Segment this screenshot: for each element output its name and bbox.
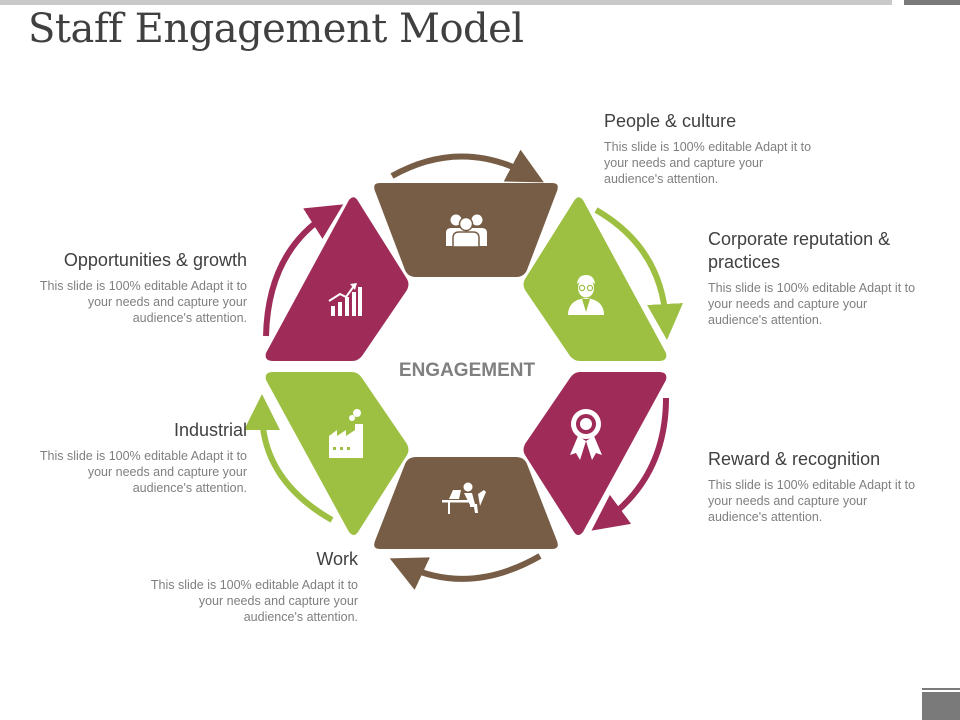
heading-reward-recognition: Reward & recognition [708, 449, 881, 469]
desc-opportunities-growth: This slide is 100% editable Adapt it to … [39, 279, 247, 325]
desc-work: This slide is 100% editable Adapt it to … [150, 578, 358, 624]
label-corporate-reputation: Corporate reputation & practices This sl… [708, 228, 923, 328]
heading-industrial: Industrial [173, 420, 247, 440]
arrow-top-left [263, 204, 344, 337]
person-at-desk-icon [442, 482, 486, 514]
award-ribbon-icon [570, 409, 602, 460]
segment-work [374, 457, 558, 549]
heading-people-culture: People & culture [604, 111, 737, 131]
arrow-bottom-left [244, 394, 334, 523]
heading-opportunities-growth: Opportunities & growth [63, 250, 247, 270]
corner-mark [922, 688, 960, 720]
businessman-icon [568, 275, 604, 315]
label-industrial: Industrial This slide is 100% editable A… [38, 419, 247, 496]
factory-icon [329, 409, 363, 458]
label-work: Work This slide is 100% editable Adapt i… [150, 548, 358, 625]
top-accent-bar-dark [904, 0, 960, 5]
arrow-bottom [389, 553, 542, 590]
desc-reward-recognition: This slide is 100% editable Adapt it to … [708, 478, 916, 524]
page-title: Staff Engagement Model [28, 6, 524, 52]
heading-corporate-reputation: Corporate reputation & practices [708, 229, 891, 272]
label-opportunities-growth: Opportunities & growth This slide is 100… [38, 249, 247, 326]
desc-corporate-reputation: This slide is 100% editable Adapt it to … [708, 281, 916, 327]
arrow-bottom-right [591, 397, 669, 531]
label-people-culture: People & culture This slide is 100% edit… [604, 110, 814, 187]
people-icon [446, 214, 487, 248]
arrow-top [390, 149, 544, 183]
desc-industrial: This slide is 100% editable Adapt it to … [39, 449, 247, 495]
top-accent-bar [0, 0, 892, 5]
center-label: ENGAGEMENT [399, 360, 536, 381]
growth-chart-icon [328, 283, 362, 316]
label-reward-recognition: Reward & recognition This slide is 100% … [708, 448, 923, 525]
arrow-top-right [594, 207, 683, 340]
heading-work: Work [316, 549, 358, 569]
segment-corporate-reputation [523, 197, 667, 361]
segment-opportunities-growth [265, 197, 409, 361]
desc-people-culture: This slide is 100% editable Adapt it to … [604, 140, 812, 186]
